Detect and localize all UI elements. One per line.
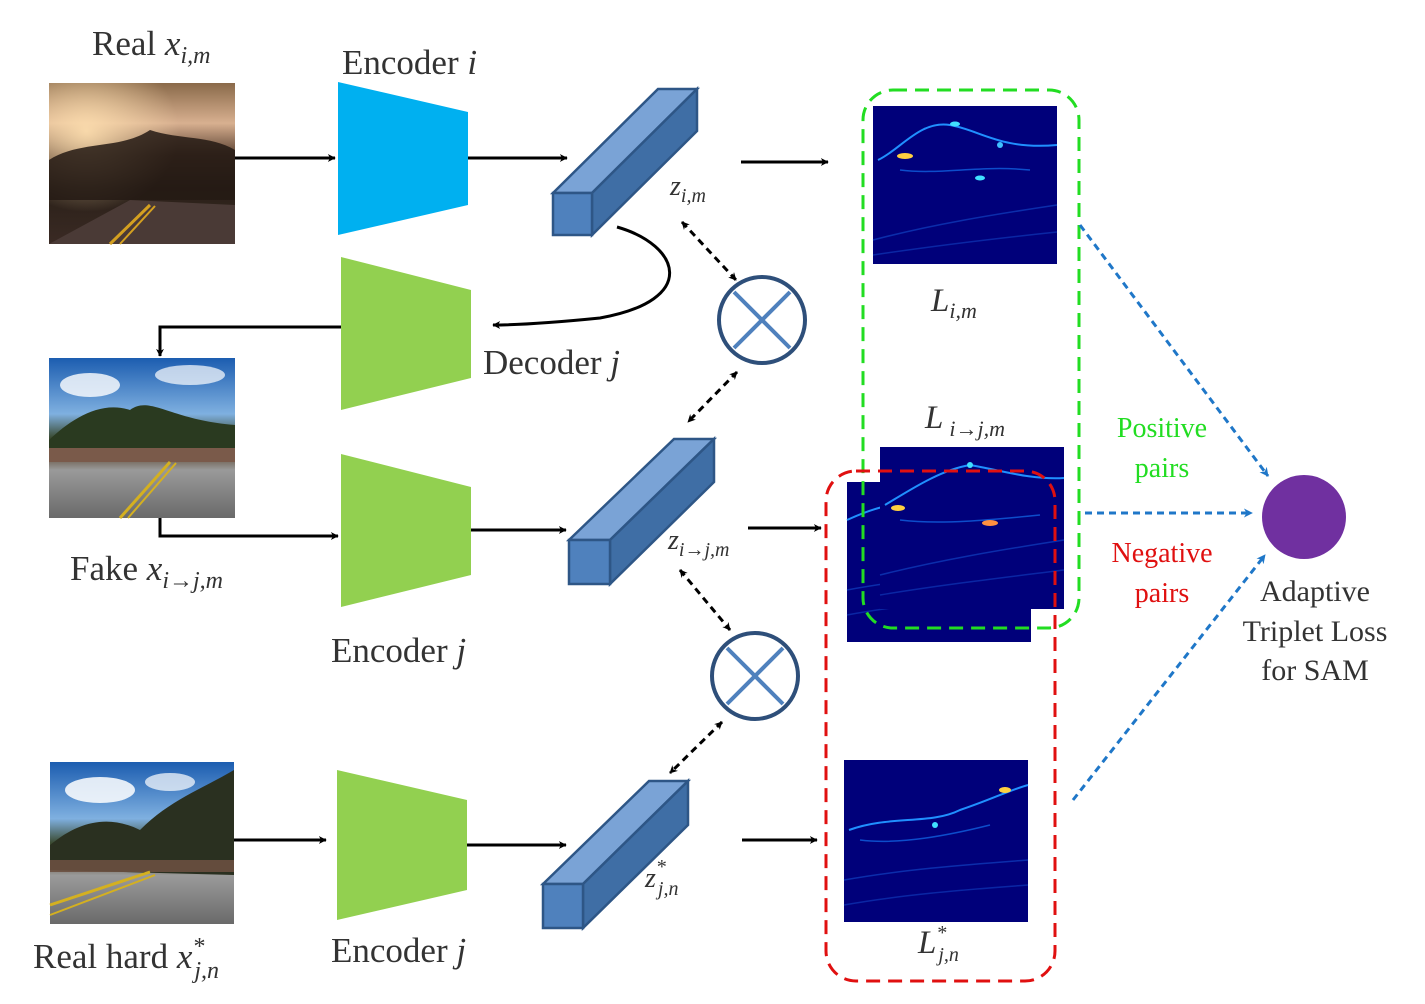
heatmap-L-jn <box>843 760 1029 922</box>
L-im-label: Li,m <box>930 283 977 323</box>
encoder-i-shape <box>338 82 468 235</box>
z-im-label: zi,m <box>669 171 706 207</box>
negative-pairs-label-1: Negative <box>1111 538 1212 569</box>
real-hard-label: Real hard x*j,n <box>33 934 219 984</box>
negative-group-box <box>824 469 1057 983</box>
arrow-multiply2-zjn <box>668 720 724 775</box>
z-itojm-label: zi→j,m <box>667 525 729 561</box>
encoder-j-label: Encoder j <box>331 631 466 670</box>
fake-label: Fake xi→j,m <box>70 549 223 594</box>
positive-group-box <box>861 88 1081 630</box>
latent-z-jn <box>539 778 692 931</box>
arrow-negative-to-loss <box>1071 554 1267 801</box>
heatmap-L-im <box>872 106 1058 264</box>
encoder-i-label: Encoder i <box>342 43 477 82</box>
loss-label-1: Adaptive <box>1260 575 1370 608</box>
positive-pairs-label-2: pairs <box>1135 453 1189 484</box>
loss-label-3: for SAM <box>1261 654 1369 687</box>
encoder-j2-shape <box>337 770 467 920</box>
arrow-multiply1-zitojm <box>686 370 739 424</box>
latent-z-itojm <box>565 436 718 587</box>
arrow-decoder-to-fake <box>156 325 341 357</box>
latent-z-im <box>549 86 701 238</box>
heatmap-L-itojm <box>879 447 1065 609</box>
multiply-node-1 <box>717 275 807 365</box>
L-jn-label: L*j,n <box>917 922 959 966</box>
arrow-zitojm-multiply2 <box>678 569 732 631</box>
similarity-arrows <box>668 220 739 775</box>
flow-arrows <box>156 154 829 849</box>
arrow-zim-to-decoder <box>492 225 672 329</box>
loss-label-2: Triplet Loss <box>1243 615 1388 648</box>
loss-node <box>1262 475 1346 559</box>
real-hard-image <box>49 762 234 924</box>
encoder-j-shape <box>341 454 471 607</box>
z-jn-label: z*j,n <box>644 856 678 900</box>
arrow-zim-multiply1 <box>680 220 738 282</box>
arrow-positive-to-loss <box>1078 224 1270 477</box>
decoder-j-shape <box>341 257 471 410</box>
loss-arrows <box>1071 224 1270 801</box>
arrow-fake-to-encoder-j <box>158 518 339 540</box>
negative-pairs-label-2: pairs <box>1135 578 1189 609</box>
fake-image <box>49 358 235 519</box>
positive-pairs-label-1: Positive <box>1117 413 1207 444</box>
decoder-j-label: Decoder j <box>483 343 620 382</box>
multiply-node-2 <box>710 631 800 721</box>
encoder-j2-label: Encoder j <box>331 931 466 970</box>
real-image <box>49 83 235 246</box>
real-label: Real xi,m <box>92 24 210 69</box>
